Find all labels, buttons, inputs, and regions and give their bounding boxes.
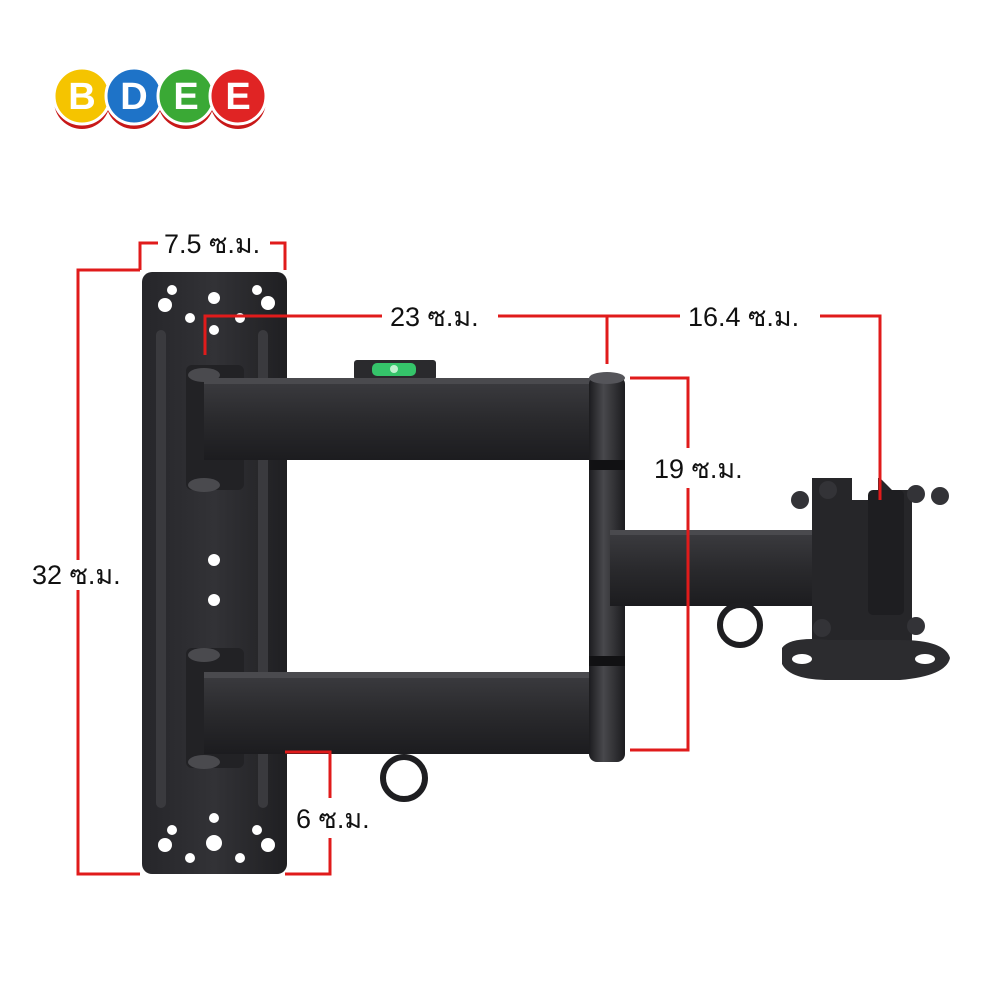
arm2-length-label: 16.4 ซ.ม. bbox=[684, 302, 804, 332]
cable-ring-front bbox=[717, 602, 763, 648]
logo-letter: E bbox=[225, 76, 250, 118]
logo-letter: B bbox=[68, 76, 95, 118]
arm-spacing-label: 19 ซ.ม. bbox=[650, 454, 747, 484]
cable-ring-lower bbox=[380, 754, 428, 802]
tv-head-bracket bbox=[782, 478, 950, 680]
pivot-post bbox=[589, 372, 625, 762]
logo-letter: E bbox=[173, 76, 198, 118]
plate-height-label: 32 ซ.ม. bbox=[28, 560, 125, 590]
plate-width-label: 7.5 ซ.ม. bbox=[160, 229, 265, 259]
wall-plate bbox=[142, 272, 287, 874]
logo-letter-circle bbox=[208, 66, 268, 126]
arm1-length-label: 23 ซ.ม. bbox=[386, 302, 483, 332]
upper-arm bbox=[204, 378, 606, 460]
bubble-level bbox=[354, 360, 436, 380]
offset-label: 6 ซ.ม. bbox=[292, 804, 374, 834]
lower-arm bbox=[204, 672, 606, 754]
logo-letter: D bbox=[120, 76, 147, 118]
